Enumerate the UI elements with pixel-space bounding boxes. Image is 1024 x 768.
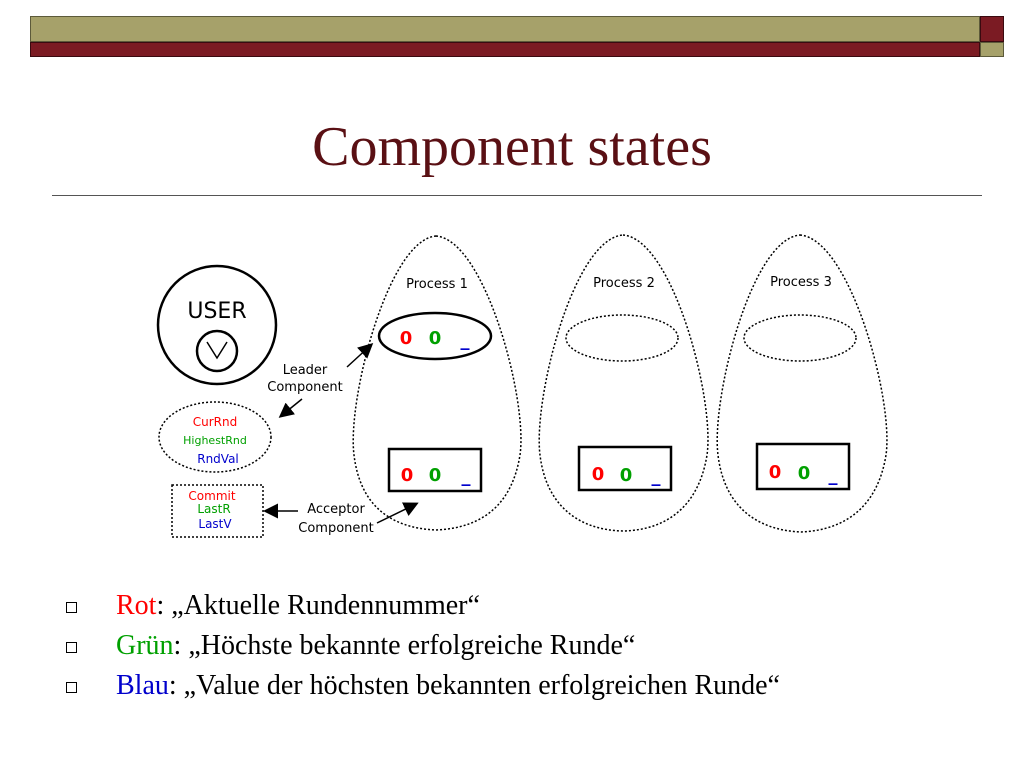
acceptor-label-line2: Component — [298, 521, 373, 536]
leader-fields-group: CurRnd HighestRnd RndVal — [158, 401, 272, 473]
clock-icon — [195, 329, 239, 373]
process-2-acceptor-red: 0 — [592, 464, 605, 485]
legend-item-red: Rot: „Aktuelle Rundennummer“ — [62, 588, 1012, 628]
legend-item-text: Rot: „Aktuelle Rundennummer“ — [116, 588, 480, 624]
header-bar-top — [30, 16, 980, 42]
process-3-acceptor-green: 0 — [798, 463, 811, 484]
process-2: Process 2 0 0 _ — [538, 234, 709, 532]
process-1-leader-red: 0 — [400, 328, 413, 349]
leader-label-line1: Leader — [283, 363, 328, 378]
acceptor-field-lastv: LastV — [198, 517, 232, 531]
user-label: USER — [187, 299, 246, 324]
process-1-label: Process 1 — [406, 277, 468, 292]
acceptor-fields-group: Commit LastR LastV — [171, 484, 264, 538]
legend-item-text: Grün: „Höchste bekannte erfolgreiche Run… — [116, 628, 635, 664]
leader-label-line2: Component — [267, 380, 342, 395]
user-node: USER — [156, 264, 278, 386]
legend-key-red: Rot — [116, 590, 157, 621]
acceptor-label-line1: Acceptor — [307, 502, 365, 517]
legend-desc-green: : „Höchste bekannte erfolgreiche Runde“ — [173, 630, 636, 661]
arrow-acceptor-to-process — [376, 502, 419, 524]
process-1-leader-blue: _ — [461, 330, 470, 351]
process-1-acceptor — [387, 447, 483, 493]
process-1-acceptor-green: 0 — [429, 465, 442, 486]
process-3-leader — [743, 314, 857, 362]
page-title: Component states — [312, 116, 712, 178]
square-bullet-icon — [66, 682, 77, 693]
header-corner-dark — [980, 16, 1004, 42]
title-divider — [52, 195, 982, 196]
process-3-acceptor-blue: _ — [829, 465, 838, 486]
arrow-leader-to-fields — [278, 398, 303, 418]
process-1-leader — [377, 311, 493, 361]
leader-field-currnd: CurRnd — [193, 415, 237, 429]
header-corner-light — [980, 42, 1004, 57]
leader-field-highestrnd: HighestRnd — [183, 434, 247, 447]
process-2-acceptor-blue: _ — [652, 466, 661, 487]
process-1: Process 1 0 0 _ 0 0 _ — [352, 235, 522, 531]
acceptor-field-commit: Commit — [188, 489, 235, 503]
process-2-label: Process 2 — [593, 276, 655, 291]
clock-hands — [206, 341, 228, 360]
legend-key-green: Grün — [116, 630, 174, 661]
legend-item-green: Grün: „Höchste bekannte erfolgreiche Run… — [62, 628, 1012, 668]
process-3: Process 3 0 0 _ — [716, 234, 888, 533]
process-2-acceptor — [577, 445, 673, 492]
legend-item-text: Blau: „Value der höchsten bekannten erfo… — [116, 668, 780, 704]
process-3-acceptor-red: 0 — [769, 462, 782, 483]
legend-bullets: Rot: „Aktuelle Rundennummer“ Grün: „Höch… — [62, 588, 1012, 708]
legend-desc-blue: : „Value der höchsten bekannten erfolgre… — [168, 670, 780, 701]
process-1-acceptor-blue: _ — [462, 466, 471, 487]
process-1-leader-green: 0 — [429, 328, 442, 349]
process-3-label: Process 3 — [770, 275, 832, 290]
legend-item-blue: Blau: „Value der höchsten bekannten erfo… — [62, 668, 1012, 708]
acceptor-field-lastr: LastR — [197, 502, 230, 516]
process-1-acceptor-red: 0 — [401, 465, 414, 486]
process-3-acceptor — [755, 442, 851, 491]
legend-desc-red: : „Aktuelle Rundennummer“ — [156, 590, 480, 621]
square-bullet-icon — [66, 602, 77, 613]
process-2-leader — [565, 314, 679, 362]
header-bar-bottom — [30, 42, 980, 57]
leader-field-rndval: RndVal — [197, 452, 239, 466]
legend-key-blue: Blau — [116, 670, 169, 701]
square-bullet-icon — [66, 642, 77, 653]
process-2-acceptor-green: 0 — [620, 465, 633, 486]
